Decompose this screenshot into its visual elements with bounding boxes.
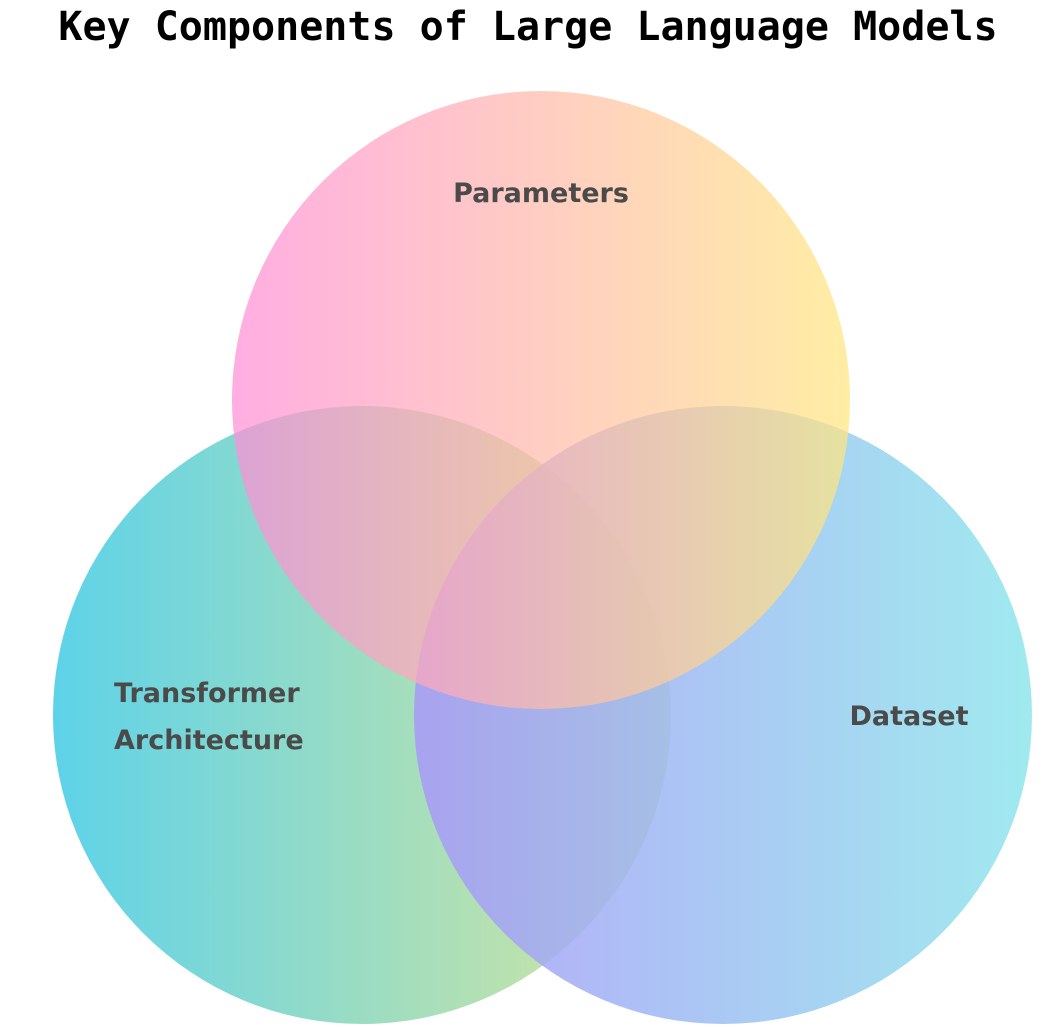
diagram-title: Key Components of Large Language Models (58, 4, 998, 50)
label-transformer-architecture: Transformer Architecture (114, 678, 309, 756)
label-dataset: Dataset (849, 701, 968, 732)
circle-parameters (232, 91, 850, 709)
label-parameters: Parameters (453, 178, 629, 209)
